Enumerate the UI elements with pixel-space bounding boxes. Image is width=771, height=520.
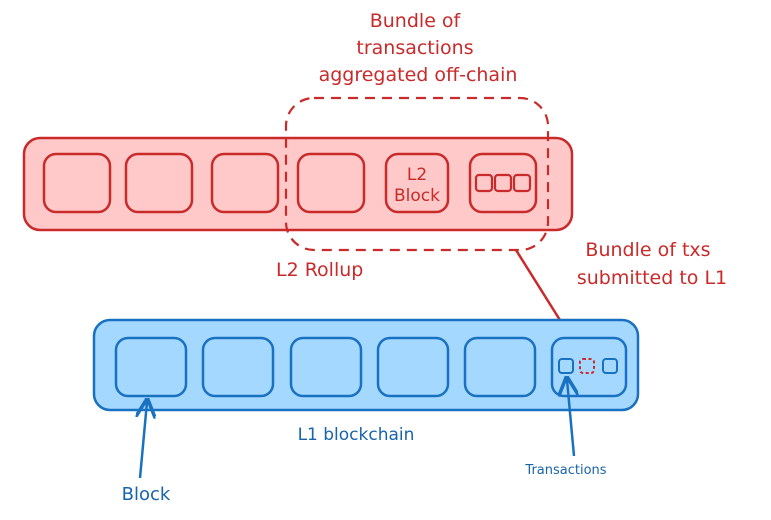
l2-tx-3 <box>512 173 532 193</box>
block-arrow <box>140 402 147 479</box>
l1-block-1 <box>114 336 188 398</box>
l1-block-2 <box>201 336 275 398</box>
l1-tx-1 <box>558 358 574 374</box>
bundle-submitted-label-line2: submitted to L1 <box>577 267 727 289</box>
l2-block-5 <box>384 152 450 214</box>
l1-tx-bundle-slot <box>579 358 595 374</box>
l2-rollup-label: L2 Rollup <box>276 259 363 281</box>
l1-blockchain-label: L1 blockchain <box>298 425 415 445</box>
l2-tx-1 <box>474 173 494 193</box>
bundle-offchain-label-line1: Bundle of <box>370 10 462 32</box>
l1-block-4 <box>376 336 450 398</box>
l2-block-3 <box>210 152 280 214</box>
l1-blockchain <box>92 318 640 412</box>
l2-block-4 <box>296 152 366 214</box>
l1-block-5 <box>463 336 537 398</box>
bundle-offchain-label-line2: transactions <box>356 37 473 59</box>
transactions-label: Transactions <box>524 463 606 478</box>
bundle-offchain-label-line3: aggregated off-chain <box>319 64 518 86</box>
offchain-bundle-outline <box>284 96 550 252</box>
l2-block-1 <box>42 152 112 214</box>
l2-rollup-chain: L2 Block <box>22 136 574 232</box>
l2-tx-2 <box>493 173 513 193</box>
transactions-arrow <box>567 380 574 457</box>
l2-block-label-line1: L2 <box>407 165 427 185</box>
block-label: Block <box>122 484 171 505</box>
l1-block-3 <box>289 336 363 398</box>
l2-block-2 <box>124 152 194 214</box>
bundle-submitted-label-line1: Bundle of txs <box>585 239 710 261</box>
l1-tx-2 <box>602 358 618 374</box>
l2-block-label-line2: Block <box>394 186 440 206</box>
